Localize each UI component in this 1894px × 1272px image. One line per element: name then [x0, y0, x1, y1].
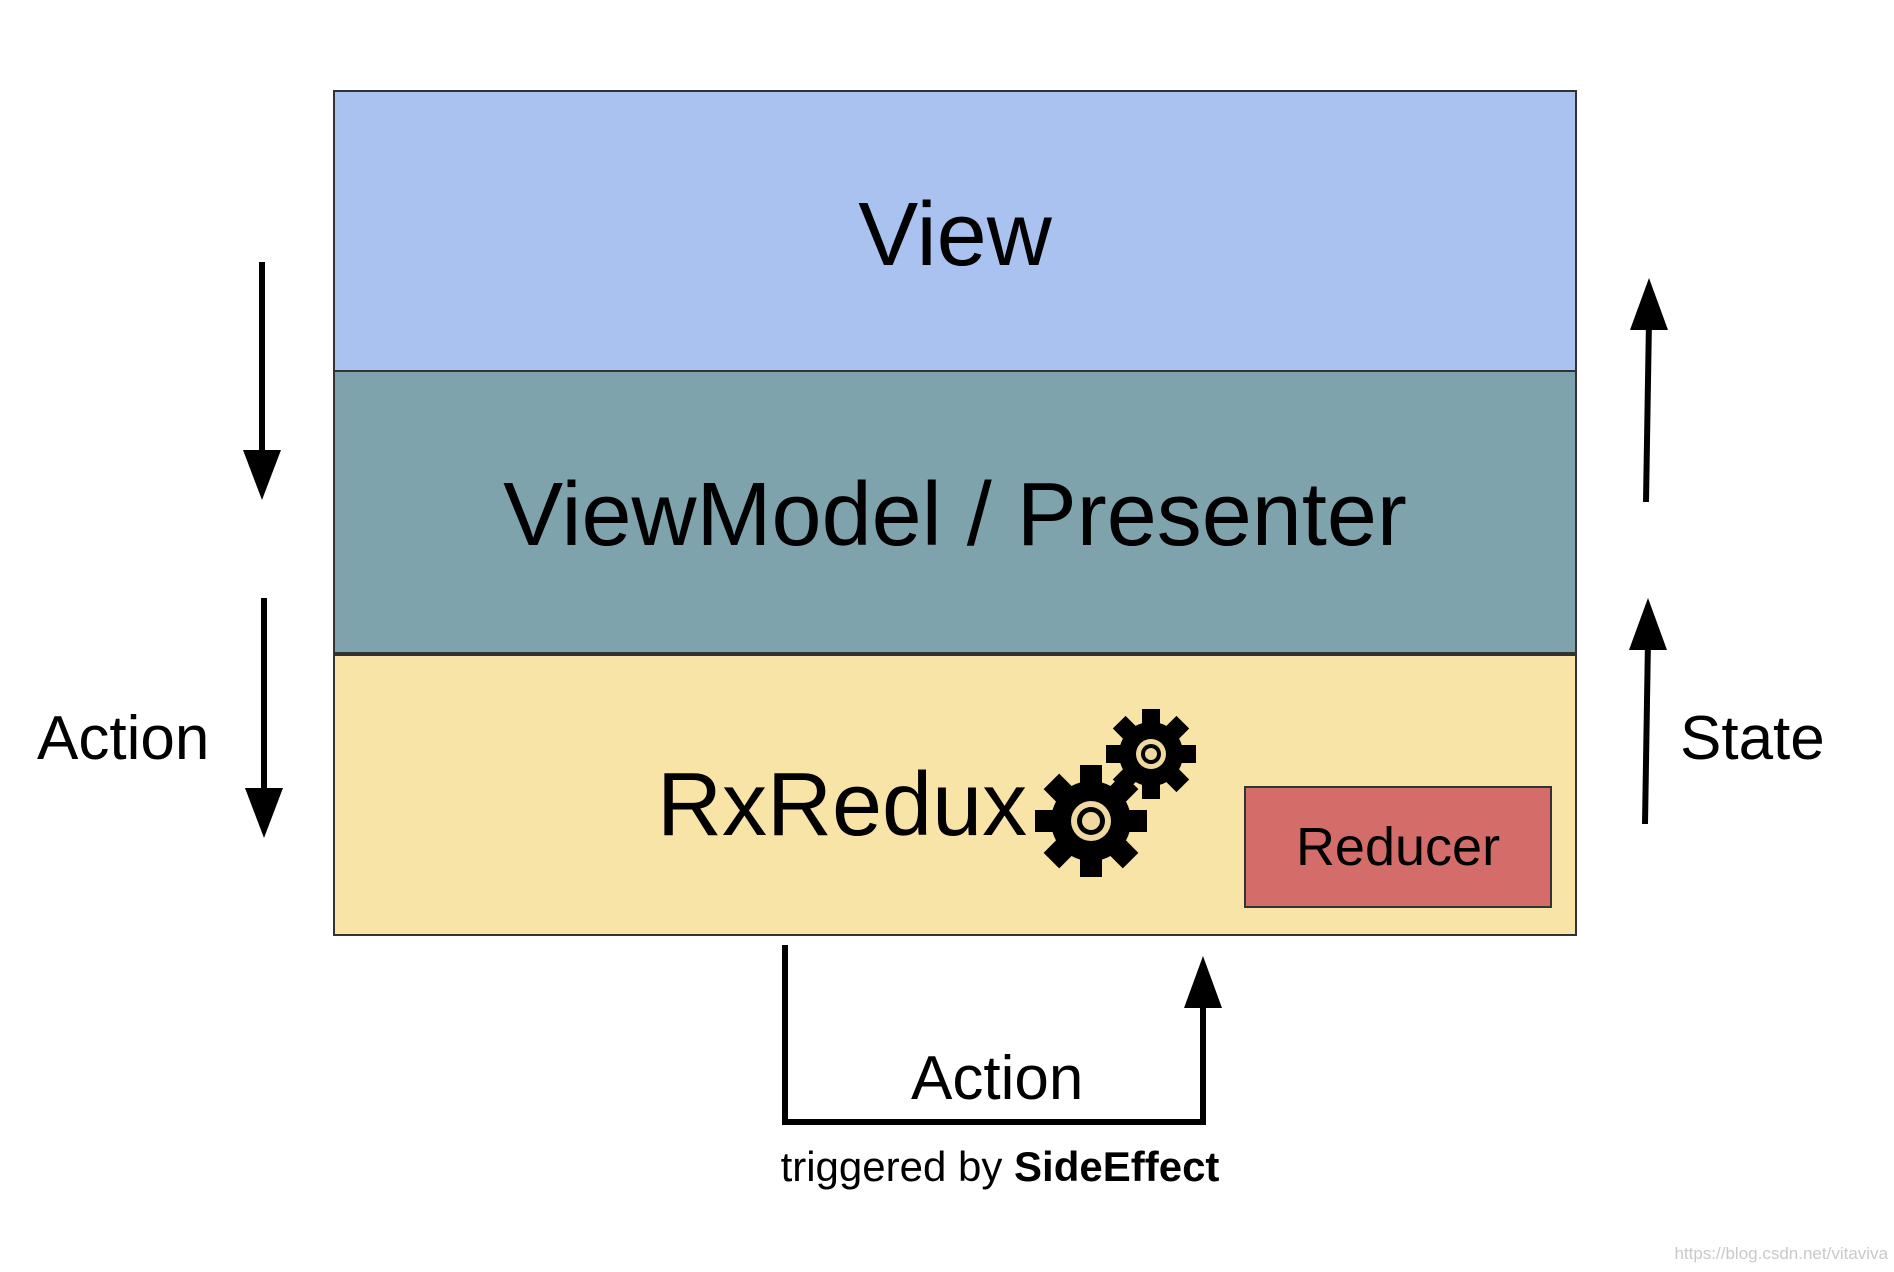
action-label-left: Action: [37, 704, 210, 773]
action-arrow-down-bottom: [245, 598, 283, 838]
state-label-right: State: [1680, 704, 1825, 773]
caption-prefix: triggered by: [780, 1143, 1003, 1190]
side-effect-caption: triggered by SideEffect: [700, 1146, 1300, 1188]
rxredux-title: RxRedux: [657, 755, 1028, 855]
view-layer: View: [333, 90, 1577, 372]
action-arrow-down-top: [243, 262, 281, 500]
caption-side-effect: SideEffect: [1014, 1143, 1220, 1190]
reducer-box: Reducer: [1244, 786, 1552, 908]
watermark: https://blog.csdn.net/vitaviva: [1674, 1244, 1888, 1263]
gears-icon: [1035, 709, 1196, 877]
viewmodel-presenter-layer: ViewModel / Presenter: [333, 372, 1577, 654]
large-gear-icon: [1035, 765, 1147, 877]
view-title: View: [858, 185, 1052, 285]
state-arrow-up-bottom: [1629, 598, 1667, 825]
reducer-label: Reducer: [1295, 817, 1501, 877]
viewmodel-presenter-title: ViewModel / Presenter: [503, 465, 1407, 565]
action-label-bottom: Action: [911, 1044, 1084, 1113]
rxredux-layer: RxRedux: [333, 654, 1577, 936]
state-arrow-up-top: [1630, 278, 1668, 503]
small-gear-icon: [1106, 709, 1196, 799]
